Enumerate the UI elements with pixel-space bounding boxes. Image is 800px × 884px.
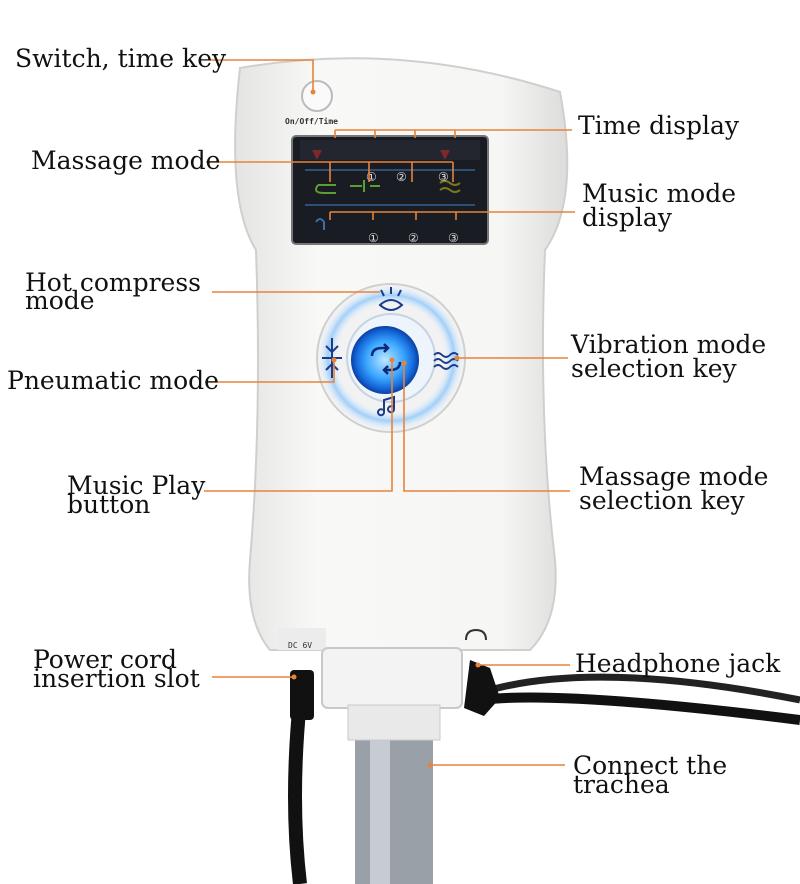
label-music-mode-display-1: Music mode <box>582 179 737 208</box>
pneumatic-icon <box>322 338 342 378</box>
label-trachea-1: Connect the <box>573 751 728 780</box>
power-plug <box>290 670 314 720</box>
label-switch-time-key: Switch, time key <box>15 44 227 73</box>
label-power-cord-2: insertion slot <box>33 664 200 693</box>
label-music-play-1: Music Play <box>67 471 206 500</box>
label-trachea-2: trachea <box>573 770 670 799</box>
hot-compress-icon <box>378 287 404 311</box>
label-hot-compress-1: Hot compress <box>25 268 202 297</box>
leader-time-display <box>334 129 572 138</box>
label-music-mode-display-2: display <box>582 203 672 232</box>
panel-num-1: ① <box>366 170 377 184</box>
label-time-display: Time display <box>578 111 739 140</box>
leader-music-display <box>329 211 575 220</box>
leader-music-play <box>204 360 393 492</box>
panel-num-2: ② <box>396 170 407 184</box>
panel-num-6: ③ <box>448 231 459 245</box>
headphone-icon <box>465 628 487 641</box>
label-massage-key-1: Massage mode <box>579 462 769 491</box>
label-music-play-2: button <box>67 490 151 519</box>
panel-num-3: ③ <box>438 170 449 184</box>
leader-switch <box>210 59 314 92</box>
leader-massage-mode <box>206 161 454 182</box>
trachea-connector <box>321 647 463 709</box>
panel-num-4: ① <box>368 231 379 245</box>
power-label: On/Off/Time <box>285 116 338 126</box>
label-massage-mode: Massage mode <box>31 146 221 175</box>
leader-pneumatic <box>205 360 335 383</box>
label-hot-compress-2: mode <box>25 286 95 315</box>
label-vibration-1: Vibration mode <box>571 330 767 359</box>
dc-jack-label-area <box>278 628 326 650</box>
massage-mode-icon <box>370 343 402 375</box>
headphone-cable <box>479 692 800 725</box>
power-cable <box>288 699 307 884</box>
dc-label: DC 6V <box>288 641 312 650</box>
panel-num-5: ② <box>408 231 419 245</box>
label-vibration-2: selection key <box>571 354 737 383</box>
label-headphone-jack: Headphone jack <box>575 649 781 678</box>
display-panel <box>291 135 489 245</box>
leader-massage-key <box>403 363 570 492</box>
label-power-cord-1: Power cord <box>33 645 177 674</box>
vibration-icon <box>433 352 459 370</box>
power-button[interactable] <box>301 80 333 112</box>
label-massage-key-2: selection key <box>579 486 745 515</box>
headphone-plug <box>464 660 500 716</box>
label-pneumatic: Pneumatic mode <box>7 366 219 395</box>
center-led <box>351 326 419 394</box>
